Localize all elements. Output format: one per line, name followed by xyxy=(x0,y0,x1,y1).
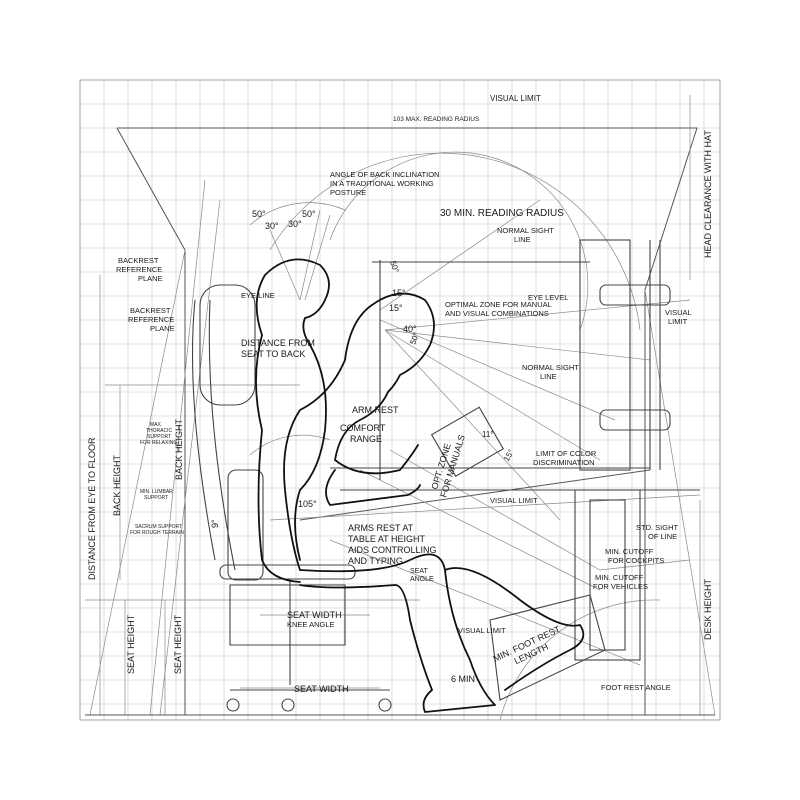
sight-lines xyxy=(379,199,616,421)
sacrum-support-label: SACRUM SUPPORT FOR ROUGH TERRAIN xyxy=(130,524,184,536)
angle-ray xyxy=(299,209,321,301)
angle-105-label: 105° xyxy=(298,499,317,509)
angle-50d-label: 50° xyxy=(408,331,421,345)
equipment-knob xyxy=(599,284,671,306)
lumbar-support-label: MIN. LUMBAR SUPPORT xyxy=(140,489,174,501)
distance-seat-back-label: DISTANCE FROM SEAT TO BACK xyxy=(241,338,317,359)
angle-40-label: 40° xyxy=(403,324,417,334)
figure-head-working xyxy=(371,292,435,393)
arms-rest-table-label: ARMS REST AT TABLE AT HEIGHT AIDS CONTRO… xyxy=(348,523,439,566)
normal-sight-line-top-label: NORMAL SIGHT LINE xyxy=(497,226,556,244)
monitor-stand xyxy=(579,239,631,471)
equipment-knob xyxy=(599,409,671,431)
six-min-label: 6 MIN xyxy=(451,674,475,684)
desk-pedestal-inner xyxy=(589,499,626,651)
seated-figure-upright xyxy=(255,258,330,583)
eye-line-label: EYE LINE xyxy=(241,291,275,300)
figure-leg-extended xyxy=(444,567,585,691)
back-height-outer-label: BACK HEIGHT xyxy=(112,454,122,516)
angle-ray xyxy=(304,214,331,301)
max-reading-radius-label: 103 MAX. READING RADIUS xyxy=(393,116,480,123)
backrest-ref-1-label: BACKREST REFERENCE PLANE xyxy=(116,256,164,283)
thoracic-support-label: MAX. THORACIC SUPPORT FOR RELAXING xyxy=(140,422,177,446)
seat-width-upper-label: SEAT WIDTH xyxy=(287,610,342,620)
outer-envelope xyxy=(89,249,716,716)
seat-width-lower-label: SEAT WIDTH xyxy=(294,684,349,694)
backrest-ref-2-label: BACKREST REFERENCE PLANE xyxy=(128,306,176,333)
back-angle-arc xyxy=(249,202,346,226)
chair-caster xyxy=(226,698,240,712)
normal-sight-line xyxy=(299,469,651,521)
chair-backrest xyxy=(199,284,256,406)
figure-head-upright xyxy=(255,258,330,346)
angle-15b-label: 15° xyxy=(389,303,403,313)
visual-limit-low-label: VISUAL LIMIT xyxy=(458,626,506,635)
visual-limit-low-line xyxy=(329,539,641,666)
std-sight-line-label: STD. SIGHT OF LINE xyxy=(636,523,680,541)
normal-sight-line-mid-label: NORMAL SIGHT LINE xyxy=(522,363,581,381)
angle-ray xyxy=(269,229,301,301)
comfort-range-label: COMFORT RANGE xyxy=(340,423,388,444)
foot-rest-arc xyxy=(499,599,661,721)
knee-angle-label: KNEE ANGLE xyxy=(287,620,335,629)
foot-rest-angle-label: FOOT REST ANGLE xyxy=(601,683,671,692)
desk xyxy=(330,239,700,701)
figure-arm-lower xyxy=(325,469,421,506)
angle-30a-label: 30° xyxy=(265,221,279,231)
chair-back-frame xyxy=(191,299,216,561)
angle-11-label: 11° xyxy=(482,430,494,439)
head-clearance-label: HEAD CLEARANCE WITH HAT xyxy=(703,130,713,258)
angle-50b-label: 50° xyxy=(302,209,316,219)
visual-limit-right-label: VISUAL LIMIT xyxy=(665,308,694,326)
chair-seat xyxy=(219,564,356,580)
desk-height-label: DESK HEIGHT xyxy=(703,578,713,640)
background-grid xyxy=(79,79,720,720)
seat-height-right-label: SEAT HEIGHT xyxy=(173,614,183,674)
office-chair xyxy=(191,284,392,712)
angle-50a-label: 50° xyxy=(252,209,266,219)
min-cutoff-vehicles-label: MIN. CUTOFF FOR VEHICLES xyxy=(593,573,648,591)
figure-back-working xyxy=(283,304,373,571)
visual-limit-line xyxy=(269,494,701,521)
max-reading-arc xyxy=(269,152,641,331)
chair-lumbar xyxy=(227,469,264,581)
limit-color-label: LIMIT OF COLOR DISCRIMINATION xyxy=(533,449,598,467)
sight-lines xyxy=(384,299,691,521)
diagram-labels: VISUAL LIMIT 103 MAX. READING RADIUS ANG… xyxy=(87,94,713,694)
angle-50c-label: 50° xyxy=(388,260,401,274)
arm-rest-label: ARM REST xyxy=(352,405,399,415)
angle-15a-label: 15° xyxy=(392,288,406,298)
chair-caster xyxy=(378,698,392,712)
backrest-plane-lines xyxy=(149,179,221,716)
optimal-zone-label: OPTIMAL ZONE FOR MANUAL AND VISUAL COMBI… xyxy=(445,300,554,318)
min-reading-radius-label: 30 MIN. READING RADIUS xyxy=(440,208,564,219)
distance-eye-floor-label: DISTANCE FROM EYE TO FLOOR xyxy=(87,437,97,580)
figure-front-upright xyxy=(294,344,327,561)
angle-30b-label: 30° xyxy=(288,219,302,229)
back-height-inner-label: BACK HEIGHT xyxy=(174,418,184,480)
foot-rest xyxy=(489,594,606,701)
angle-9-label: 9° xyxy=(210,519,220,528)
min-cutoff-cockpits-label: MIN. CUTOFF FOR COCKPITS xyxy=(605,547,664,565)
seated-figure-working xyxy=(283,292,585,713)
chair-pedestal-box xyxy=(229,584,346,646)
figure-arm-upper xyxy=(334,391,419,475)
angle-back-inclination-label: ANGLE OF BACK INCLINATION IN A TRADITION… xyxy=(330,170,442,197)
document-holder xyxy=(430,406,505,478)
chair-caster xyxy=(281,698,295,712)
figure-legs xyxy=(299,553,496,713)
grid-frame xyxy=(79,79,721,721)
desk-pedestal xyxy=(574,489,641,661)
visual-limit-top-label: VISUAL LIMIT xyxy=(490,94,541,103)
min-reading-arc xyxy=(329,151,589,331)
eye-level-label: EYE LEVEL xyxy=(528,293,568,302)
visual-limit-mid-label: VISUAL LIMIT xyxy=(490,496,538,505)
seat-angle-label: SEAT ANGLE xyxy=(410,568,434,583)
figure-back-upright xyxy=(255,334,301,583)
seat-height-left-label: SEAT HEIGHT xyxy=(126,614,136,674)
